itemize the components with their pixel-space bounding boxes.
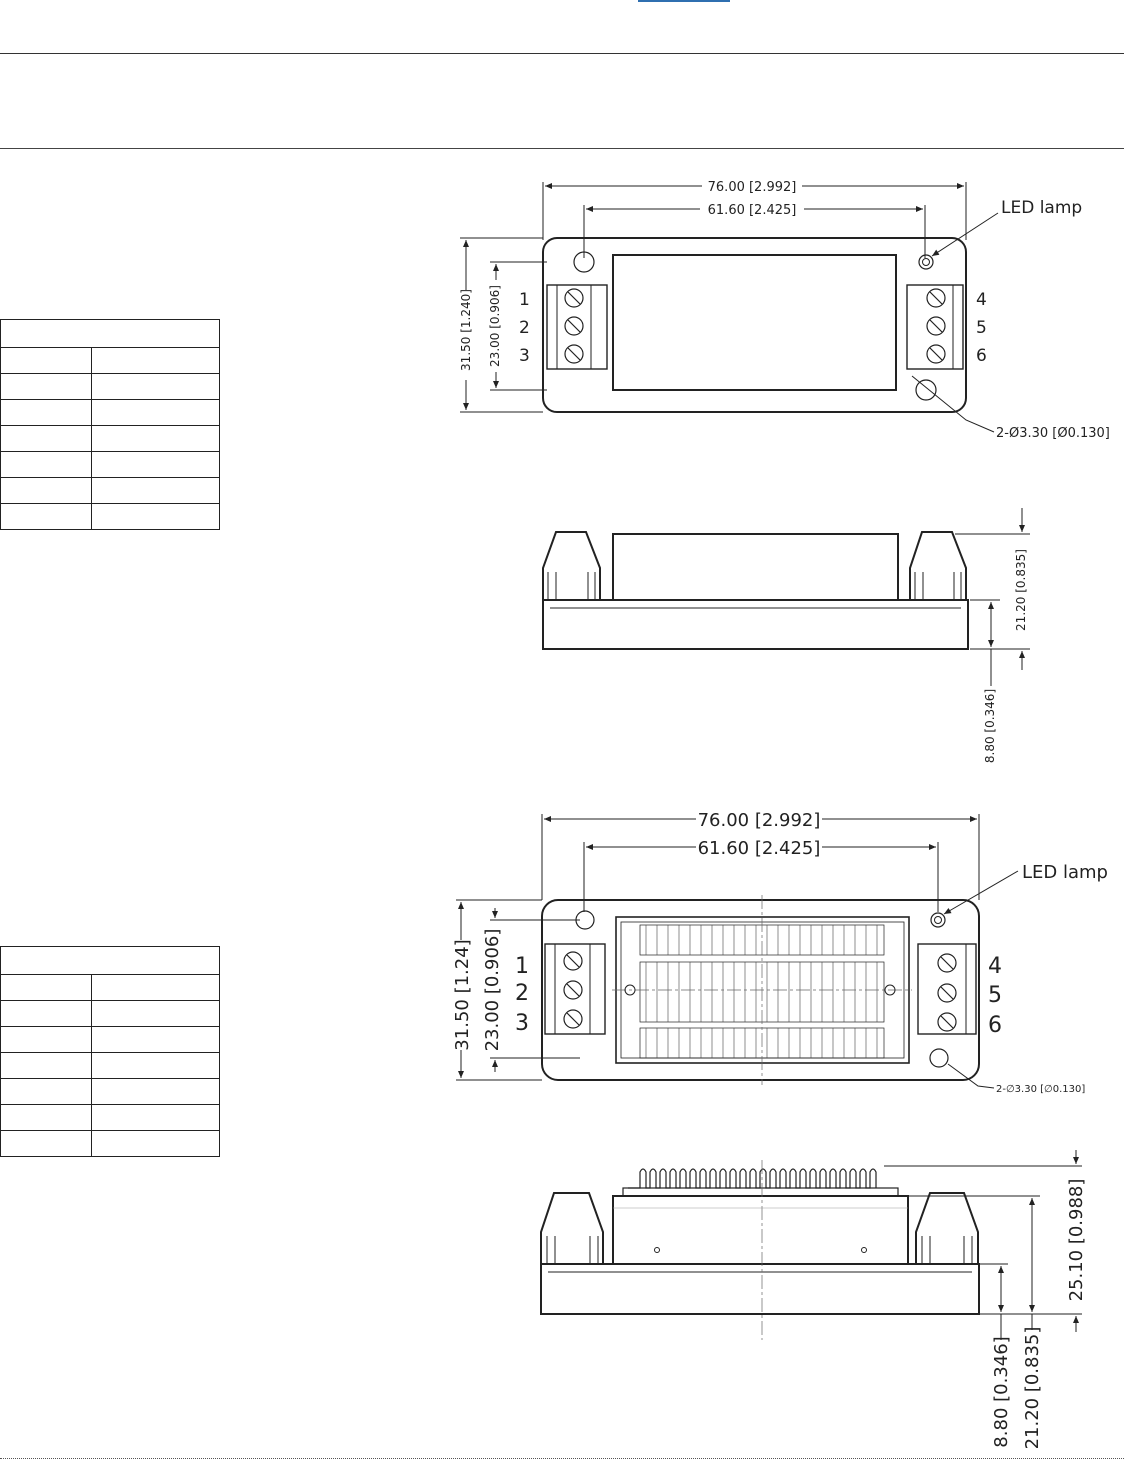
table-row (0, 974, 220, 1001)
table-row (0, 347, 220, 374)
dim-length-label: 76.00 [2.992] (698, 810, 821, 831)
pin-table-header (0, 946, 220, 975)
dim-height-label: 21.20 [0.835] (1014, 549, 1028, 631)
dim-terminal-label: 23.00 [0.906] (488, 285, 502, 367)
top-view-2: 76.00 [2.992] 61.60 [2.425] (452, 810, 1108, 1095)
dim-hole-spacing-label: 61.60 [2.425] (698, 838, 821, 859)
table-row (0, 503, 220, 530)
dim-width-label: 31.50 [1.24] (452, 939, 473, 1050)
hole-callout-label: 2-Ø3.30 [Ø0.130] (996, 426, 1110, 441)
pin-number: 1 (519, 290, 530, 310)
table-row (0, 1026, 220, 1053)
led-lamp-label: LED lamp (1001, 198, 1082, 218)
pin-number: 6 (976, 346, 987, 366)
table-row (0, 1052, 220, 1079)
table-row (0, 477, 220, 504)
pin-number: 6 (988, 1013, 1002, 1038)
pin-number: 5 (988, 983, 1002, 1008)
pin-number: 4 (988, 954, 1002, 979)
top-view-1: 76.00 [2.992] 61.60 [2.425] (459, 180, 1110, 441)
led-lamp-label: LED lamp (1022, 862, 1108, 883)
dim-terminal-label: 23.00 [0.906] (482, 929, 503, 1052)
pin-table-2 (0, 946, 220, 1157)
dim-base-label: 8.80 [0.346] (983, 689, 997, 763)
dim-base-label: 8.80 [0.346] (991, 1336, 1012, 1447)
table-row (0, 425, 220, 452)
side-view-1: 21.20 [0.835] 8.80 [0.346] (542, 508, 1030, 763)
table-row (0, 1000, 220, 1027)
pin-table-1 (0, 319, 220, 530)
side-view-2: 25.10 [0.988] 8.80 [0.346] 21.20 [0.835] (540, 1150, 1087, 1450)
hole-callout-label: 2-∅3.30 [∅0.130] (996, 1084, 1085, 1095)
footer-rule (0, 1458, 1124, 1459)
pin-number: 2 (515, 981, 529, 1006)
table-row (0, 373, 220, 400)
table-row (0, 451, 220, 478)
header-tab-accent (638, 0, 730, 2)
dim-height-label: 21.20 [0.835] (1022, 1327, 1043, 1450)
table-row (0, 1078, 220, 1105)
table-row (0, 399, 220, 426)
pin-number: 1 (515, 954, 529, 979)
dim-total-height-label: 25.10 [0.988] (1066, 1179, 1087, 1302)
dim-hole-spacing-label: 61.60 [2.425] (708, 203, 797, 218)
pin-number: 3 (519, 346, 530, 366)
dim-length-label: 76.00 [2.992] (708, 180, 797, 195)
pin-number: 3 (515, 1011, 529, 1036)
pin-number: 5 (976, 318, 987, 338)
header-rule (0, 53, 1124, 54)
pin-number: 4 (976, 290, 987, 310)
section-rule (0, 148, 1124, 149)
table-row (0, 1130, 220, 1157)
pin-number: 2 (519, 318, 530, 338)
dim-width-label: 31.50 [1.240] (459, 289, 473, 371)
